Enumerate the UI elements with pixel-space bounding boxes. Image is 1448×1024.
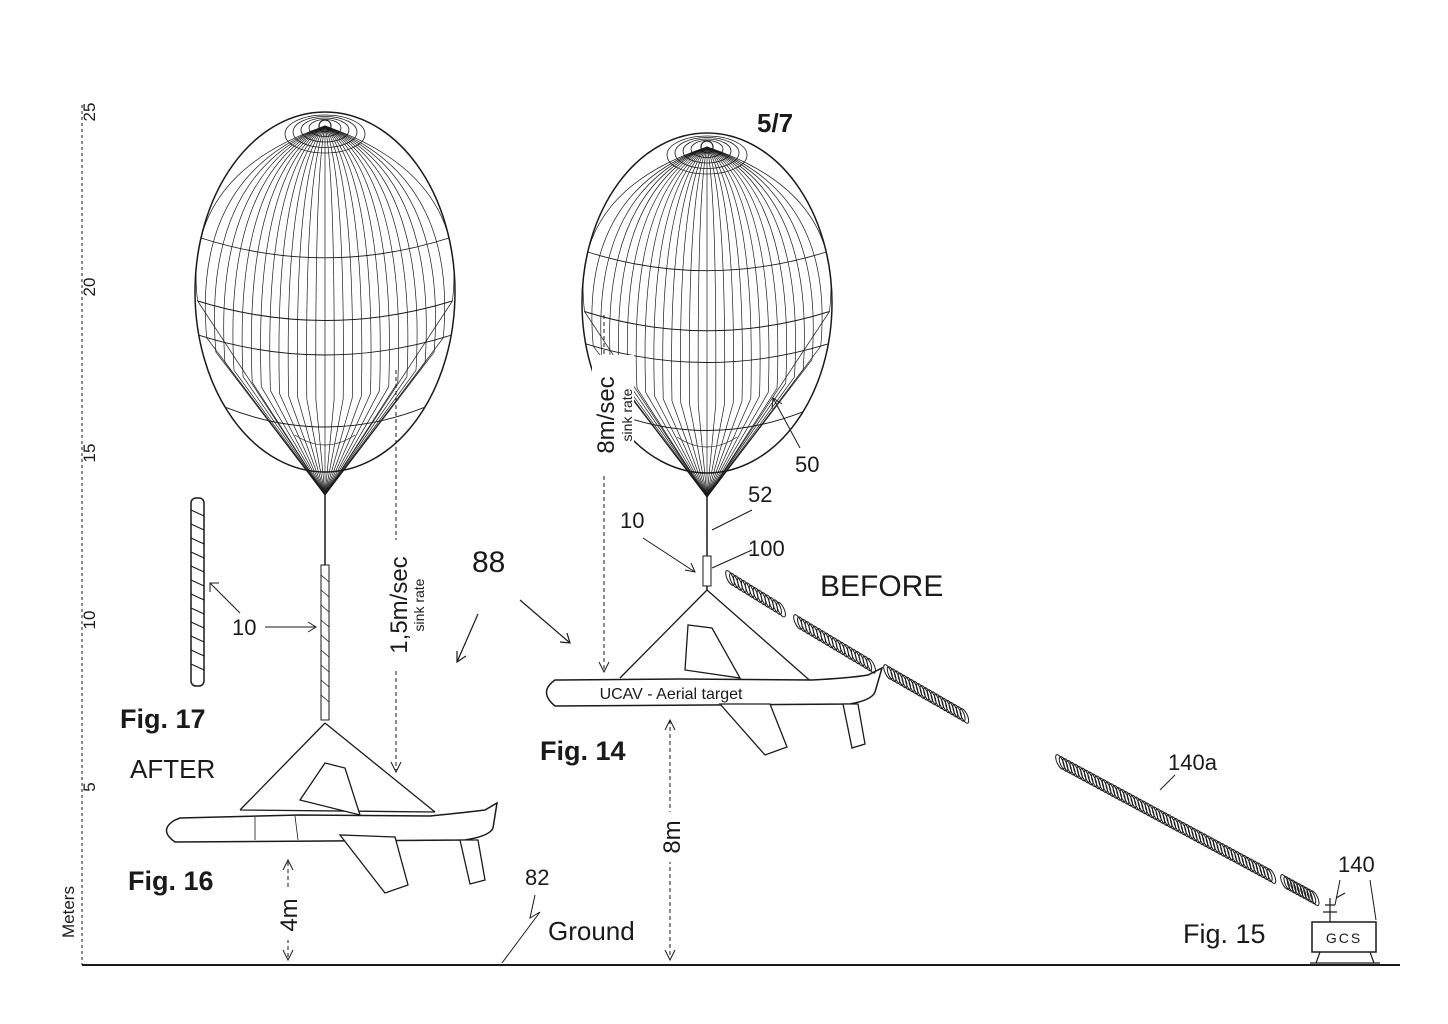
reference-numeral-10-left: 10	[232, 615, 256, 640]
height-arrowheads-fig14	[664, 718, 676, 962]
leader-arrow-10-left	[265, 621, 317, 633]
gcs-station-label: GCS	[1326, 930, 1362, 946]
reference-numeral-88: 88	[472, 546, 505, 579]
sheet-number: 5/7	[757, 108, 793, 138]
reference-numeral-82: 82	[525, 865, 549, 890]
leader-line-52	[711, 509, 753, 531]
fig15-label: Fig. 15	[1183, 919, 1266, 949]
fig17-cord-drawing	[190, 497, 205, 687]
suspension-bridle-fig16	[239, 722, 436, 813]
axis-tick-label: 15	[80, 444, 99, 463]
leader-arrow-88-left	[456, 613, 479, 664]
axis-tick-label: 10	[80, 611, 99, 630]
height-label-fig16: 4m	[276, 898, 303, 931]
sink-rate-arrowhead-fig16	[390, 761, 402, 774]
reference-numeral-100: 100	[748, 536, 785, 561]
leader-arrow-10-right	[642, 537, 696, 573]
ucav-aircraft-fig14	[545, 624, 884, 756]
recovery-device-fig16	[320, 564, 330, 721]
axis-tick-label: 25	[80, 103, 99, 122]
axis-tick-label: 5	[80, 782, 99, 791]
fig16-label: Fig. 16	[128, 866, 214, 896]
leader-arrow-fig17	[209, 582, 241, 614]
height-label-mask	[276, 890, 300, 940]
sink-rate-label-mask	[384, 540, 424, 670]
parachute-canopy-fig14	[581, 132, 833, 498]
sink-rate-note-fig14: sink rate	[619, 388, 635, 441]
recovery-device-hatching	[320, 574, 330, 703]
reference-numeral-52: 52	[748, 482, 772, 507]
sink-rate-value-fig14: 8m/sec	[593, 376, 620, 453]
radio-signal-beams	[725, 570, 1320, 907]
fig16-state-label: AFTER	[130, 754, 215, 784]
height-arrowheads-fig16	[282, 858, 294, 962]
sink-rate-note-fig16: sink rate	[411, 578, 427, 631]
reference-numeral-50: 50	[795, 452, 819, 477]
reference-numeral-140: 140	[1338, 852, 1375, 877]
ground-control-station	[1310, 892, 1380, 964]
leader-arrow-50	[771, 397, 801, 449]
reference-numeral-10-right: 10	[620, 508, 644, 533]
sink-rate-value-fig16: 1,5m/sec	[386, 556, 413, 653]
leader-line-100	[711, 549, 753, 569]
ground-label: Ground	[548, 916, 635, 946]
leader-line-140a	[1159, 774, 1176, 791]
fig17-label: Fig. 17	[120, 704, 206, 734]
axis-unit-label: Meters	[59, 886, 78, 938]
recovery-device-fig14	[702, 555, 712, 587]
aircraft-body-label: UCAV - Aerial target	[600, 686, 743, 703]
leader-lines-140	[1334, 879, 1377, 921]
meters-axis: 25 20 15 10 5 Meters	[59, 103, 99, 965]
height-label-mask-fig14	[658, 812, 684, 862]
ground-leader-line	[501, 894, 541, 964]
ucav-aircraft-fig16	[165, 762, 498, 894]
leader-arrow-88-right	[519, 599, 571, 644]
fig14-state-label: BEFORE	[820, 570, 943, 603]
suspension-bridle-fig14	[619, 589, 816, 686]
height-label-fig14: 8m	[659, 820, 686, 853]
reference-numeral-140a: 140a	[1168, 750, 1218, 775]
axis-tick-label: 20	[80, 278, 99, 297]
parachute-canopy-fig16	[194, 111, 456, 496]
sink-rate-arrowhead-fig14	[598, 661, 610, 674]
fig14-label: Fig. 14	[540, 736, 626, 766]
sink-rate-label-mask-fig14	[592, 355, 634, 475]
